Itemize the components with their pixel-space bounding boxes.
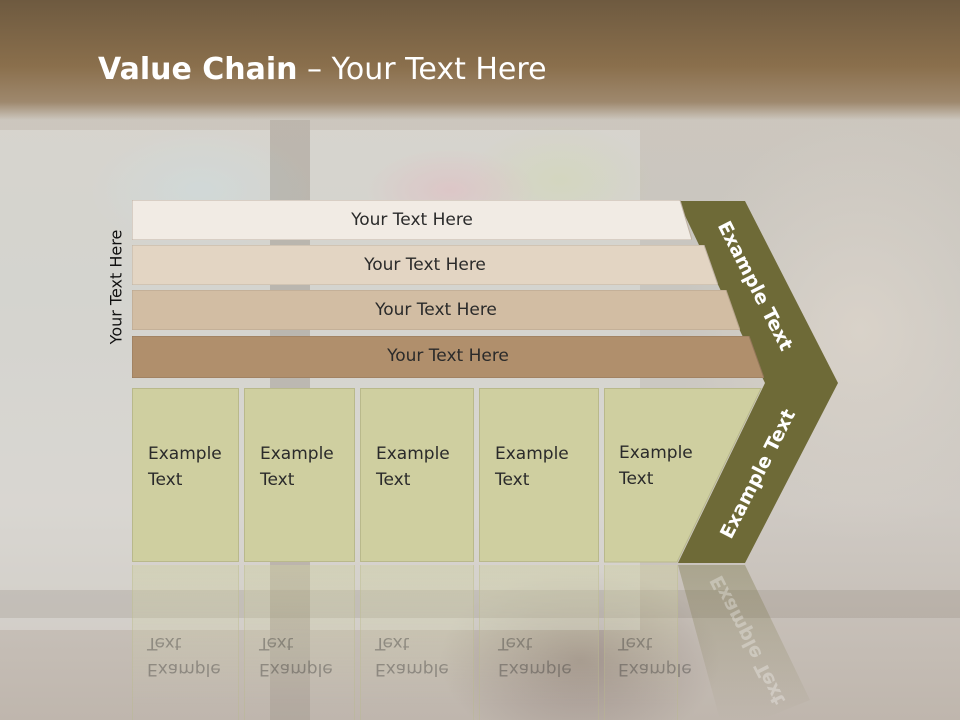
support-bar-label: Your Text Here [387,346,509,366]
cell-reflection [244,565,355,720]
support-bar-label: Your Text Here [375,300,497,320]
background-frame [0,590,960,618]
cell-reflection [479,565,599,720]
primary-activity-cell-last [604,388,762,563]
margin-chevron-upper [678,201,838,383]
support-bar-label: Your Text Here [364,255,486,275]
support-side-label: Your Text Here [106,229,126,345]
support-bar: Your Text Here [132,245,718,285]
cell-reflection [132,565,239,720]
slide-title: Value Chain – Your Text Here [98,52,547,87]
cell-reflection [360,565,474,720]
title-band [0,0,960,120]
primary-chevron-reflection [678,565,810,720]
cell-reflection [604,565,678,720]
support-bar-label: Your Text Here [351,210,473,230]
margin-chevron-lower [678,383,838,563]
support-bar: Your Text Here [132,290,740,330]
support-bar: Your Text Here [132,336,764,378]
support-bar: Your Text Here [132,200,692,240]
